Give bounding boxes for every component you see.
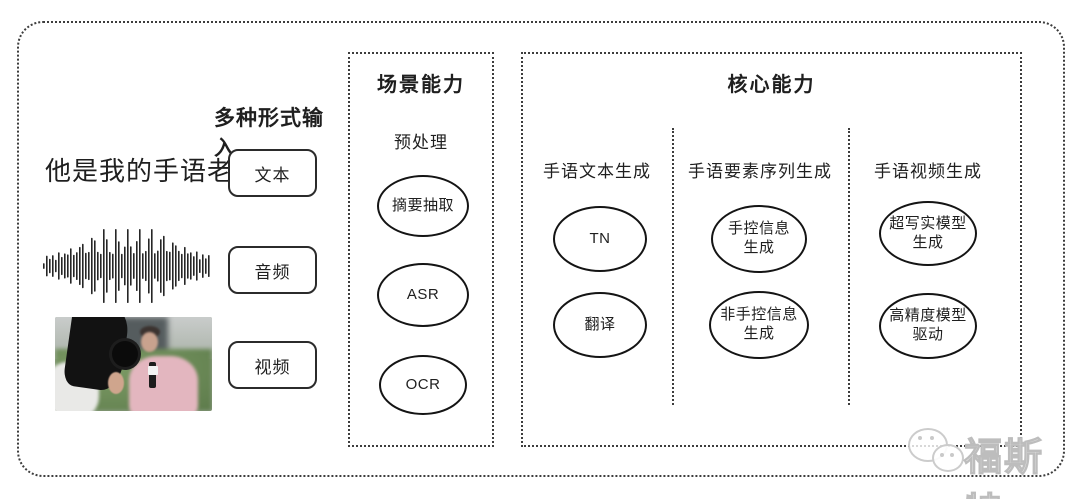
photo-camera-lens — [111, 341, 138, 368]
watermark: 福斯特 — [908, 424, 1068, 499]
column-divider-2 — [848, 128, 850, 405]
wechat-bubble-eye — [950, 453, 954, 457]
wechat-bubble-eye — [940, 453, 944, 457]
column-divider-1 — [672, 128, 674, 405]
node-translation-label: 翻译 — [584, 315, 616, 333]
preprocess-label: 预处理 — [394, 133, 448, 152]
audio-waveform-icon — [43, 229, 210, 303]
wechat-bubble-eye — [918, 436, 922, 440]
input-box-audio-label: 音频 — [254, 262, 291, 282]
node-nonmanual-info-generation-label: 非手控信息 生成 — [720, 306, 798, 342]
input-box-text: 文本 — [228, 149, 317, 197]
node-hyperrealistic-model-generation: 超写实模型 生成 — [879, 201, 977, 266]
node-asr-label: ASR — [406, 285, 440, 303]
scene-capability-title: 场景能力 — [377, 74, 465, 96]
column-header-sign-text-generation: 手语文本生成 — [543, 162, 651, 181]
node-tn: TN — [553, 206, 647, 272]
photo-reporter-blazer — [128, 356, 198, 411]
input-box-audio: 音频 — [228, 246, 317, 294]
input-box-video: 视频 — [228, 341, 317, 389]
node-hyperrealistic-model-generation-label: 超写实模型 生成 — [889, 214, 967, 251]
node-ocr-label: OCR — [405, 375, 441, 393]
node-ocr: OCR — [379, 355, 467, 415]
node-high-precision-model-driving: 高精度模型 驱动 — [879, 293, 977, 359]
node-asr: ASR — [377, 263, 469, 327]
node-tn-label: TN — [589, 229, 611, 247]
wechat-bubble-small-icon — [932, 444, 964, 472]
node-high-precision-model-driving-label: 高精度模型 驱动 — [889, 307, 967, 343]
sample-sentence-text: 他是我的手语老师 — [45, 156, 262, 186]
video-still-image — [55, 317, 212, 411]
node-translation: 翻译 — [553, 292, 647, 358]
input-box-video-label: 视频 — [254, 357, 291, 377]
core-capability-box: 核心能力 — [521, 52, 1022, 447]
watermark-text: 福斯特 — [963, 436, 1045, 499]
node-manual-info-generation-label: 手控信息 生成 — [727, 220, 790, 256]
column-header-sign-video-generation: 手语视频生成 — [874, 162, 982, 181]
input-box-text-label: 文本 — [254, 165, 291, 185]
node-nonmanual-info-generation: 非手控信息 生成 — [709, 291, 809, 359]
photo-microphone-tag — [147, 365, 158, 375]
photo-microphone — [149, 362, 157, 389]
outer-dotted-border — [17, 21, 1065, 477]
photo-reporter-face — [141, 332, 159, 353]
column-header-sign-element-sequence-generation: 手语要素序列生成 — [688, 162, 832, 181]
node-summary-extraction-label: 摘要抽取 — [391, 196, 454, 214]
photo-cameraman-hand — [108, 371, 125, 394]
node-summary-extraction: 摘要抽取 — [377, 175, 469, 237]
scene-capability-box: 场景能力 预处理 — [348, 52, 494, 447]
core-capability-title: 核心能力 — [727, 74, 816, 96]
wechat-bubble-eye — [930, 436, 934, 440]
node-manual-info-generation: 手控信息 生成 — [711, 205, 807, 273]
